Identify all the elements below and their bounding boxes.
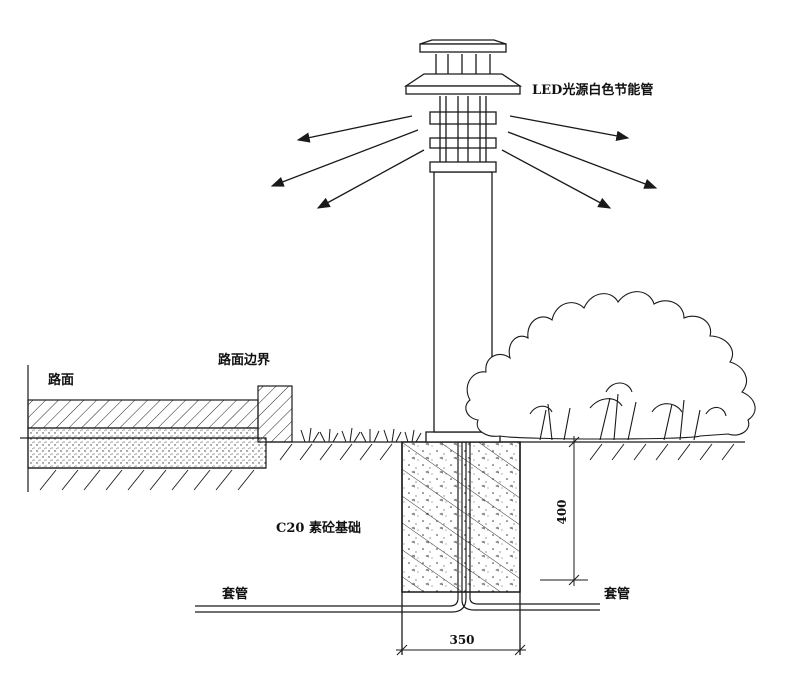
dimension-depth-label: 400	[555, 499, 569, 524]
dimension-width-label: 350	[449, 633, 474, 647]
dimension-depth	[520, 436, 588, 586]
conduit-pipes	[195, 432, 600, 613]
label-road-boundary: 路面边界	[218, 352, 270, 368]
label-foundation: C20 素砼基础	[276, 520, 361, 536]
light-rays	[270, 115, 658, 209]
label-road-surface: 路面	[48, 372, 74, 388]
concrete-foundation	[401, 441, 521, 655]
road-pavement	[20, 365, 293, 492]
grass-tufts	[300, 427, 422, 443]
dimension-width	[396, 644, 526, 656]
label-conduit-right: 套管	[603, 586, 630, 602]
shrub	[465, 291, 756, 441]
label-lamp-source: LED光源白色节能管	[532, 82, 653, 98]
label-conduit-left: 套管	[221, 586, 248, 602]
